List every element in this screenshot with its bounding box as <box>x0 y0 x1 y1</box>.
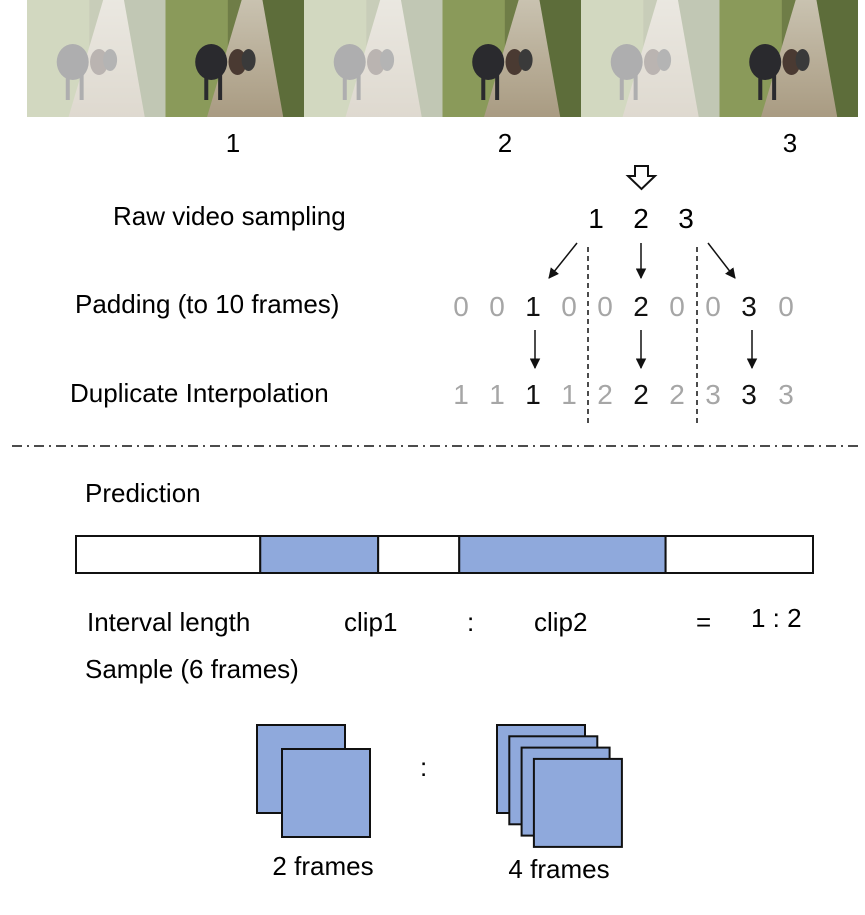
frame-label-2: 2 <box>498 128 512 158</box>
video-frame-thumbnail <box>165 0 304 117</box>
row-label-padding: Padding (to 10 frames) <box>75 289 339 319</box>
stack1-label: 2 frames <box>272 851 373 881</box>
arrow-raw3-to-pad <box>707 242 736 279</box>
row-label-raw-sampling: Raw video sampling <box>113 201 346 231</box>
sample-stack-clip2 <box>496 724 623 848</box>
frame-index-value: 3 <box>705 379 721 410</box>
frame-index-value: 0 <box>778 291 794 322</box>
hollow-down-arrow-icon <box>625 165 658 191</box>
interval-length-label: Interval length <box>87 607 250 637</box>
arrow-raw1-to-pad <box>548 242 578 279</box>
frame-index-value: 0 <box>561 291 577 322</box>
prediction-background-segment <box>75 535 262 574</box>
stack2-label: 4 frames <box>508 854 609 884</box>
frame-label-3: 3 <box>783 128 797 158</box>
frame-index-value: 0 <box>597 291 613 322</box>
prediction-background-segment <box>664 535 814 574</box>
prediction-bar <box>75 535 814 574</box>
frame-index-value: 0 <box>669 291 685 322</box>
frame-index-value: 3 <box>778 379 794 410</box>
frame-index-value: 2 <box>669 379 685 410</box>
frame-index-value: 1 <box>489 379 505 410</box>
raw-value-1: 1 <box>588 203 604 234</box>
equals-sign: = <box>696 607 711 637</box>
row-label-duplicate: Duplicate Interpolation <box>70 378 329 408</box>
video-frame-thumbnail <box>442 0 581 117</box>
frame-index-value: 2 <box>633 291 649 322</box>
prediction-clip-segment <box>259 535 380 574</box>
frame-index-value: 3 <box>741 291 757 322</box>
frame-index-value: 0 <box>453 291 469 322</box>
raw-value-2: 2 <box>633 203 649 234</box>
sample-label: Sample (6 frames) <box>85 654 299 684</box>
frame-index-value: 3 <box>741 379 757 410</box>
ratio-value: 1 : 2 <box>751 603 802 633</box>
video-frame-strip <box>27 0 858 117</box>
video-frame-thumbnail <box>27 0 166 117</box>
frame-index-value: 2 <box>633 379 649 410</box>
video-frame-thumbnail <box>304 0 443 117</box>
clip2-label: clip2 <box>534 607 587 637</box>
clip1-label: clip1 <box>344 607 397 637</box>
raw-value-3: 3 <box>678 203 694 234</box>
frame-label-1: 1 <box>226 128 240 158</box>
frame-index-value: 0 <box>705 291 721 322</box>
prediction-clip-segment <box>458 535 667 574</box>
prediction-background-segment <box>377 535 461 574</box>
ratio-colon: : <box>467 607 474 637</box>
prediction-title: Prediction <box>85 478 201 508</box>
sampled-frame <box>532 757 623 848</box>
frame-index-value: 1 <box>453 379 469 410</box>
frame-index-value: 1 <box>525 379 541 410</box>
frame-index-value: 1 <box>525 291 541 322</box>
video-frame-thumbnail <box>719 0 858 117</box>
sample-stack-clip1 <box>256 724 371 838</box>
stack-separator: : <box>420 752 427 782</box>
frame-index-value: 2 <box>597 379 613 410</box>
video-frame-thumbnail <box>581 0 720 117</box>
frame-index-value: 0 <box>489 291 505 322</box>
frame-index-value: 1 <box>561 379 577 410</box>
sampled-frame <box>281 748 371 838</box>
